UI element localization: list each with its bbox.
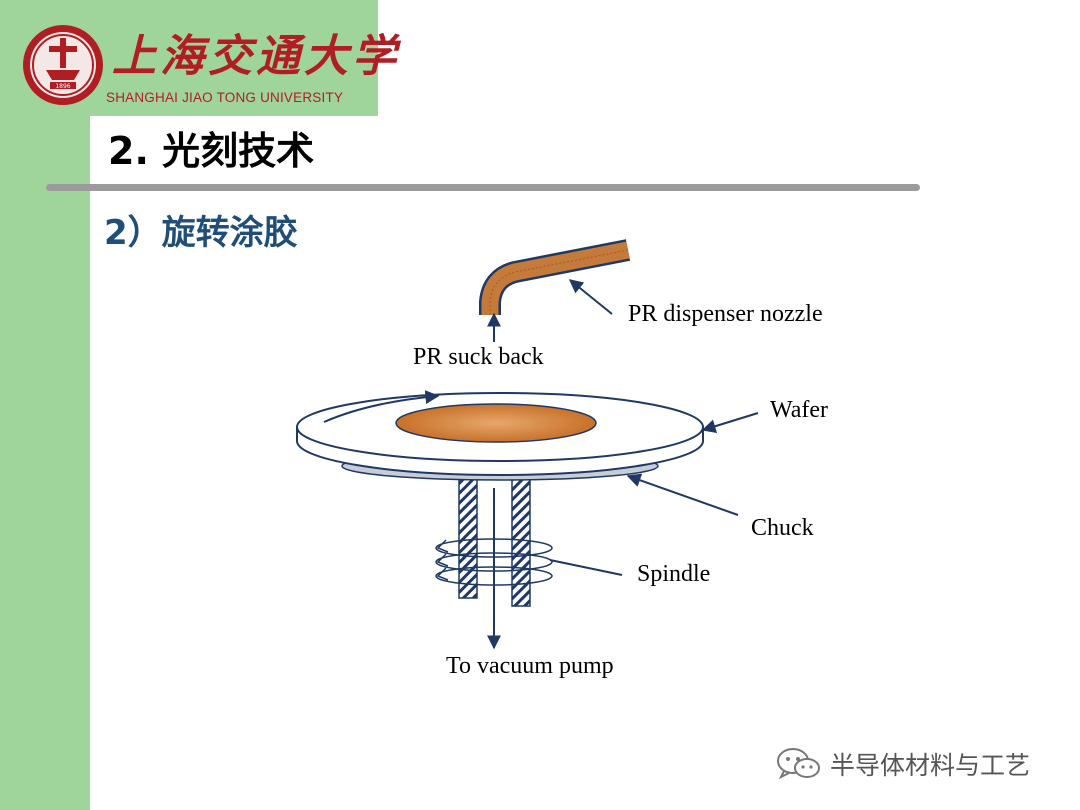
left-accent-band: [0, 0, 90, 810]
wafer: [296, 390, 704, 476]
dispenser-nozzle: [479, 239, 631, 315]
wechat-icon: [777, 748, 820, 780]
label-vacuum: To vacuum pump: [446, 653, 614, 679]
photoresist-puddle: [395, 403, 597, 443]
rotation-arrow: [323, 390, 440, 423]
title-divider: [46, 184, 920, 191]
spindle-pointer: [549, 559, 623, 576]
watermark-text: 半导体材料与工艺: [830, 751, 1031, 780]
slide-title: 2. 光刻技术: [108, 129, 315, 173]
label-spindle: Spindle: [637, 561, 710, 587]
wafer-pointer: [701, 412, 759, 433]
university-name-chinese: 上海交通大学: [112, 31, 400, 82]
label-nozzle: PR dispenser nozzle: [628, 301, 823, 327]
nozzle-pointer: [568, 279, 613, 315]
slide-subtitle: 2）旋转涂胶: [104, 213, 298, 253]
seal-year: 1896: [55, 83, 70, 90]
label-chuck: Chuck: [751, 515, 814, 541]
label-wafer: Wafer: [770, 397, 828, 423]
university-name-english: SHANGHAI JIAO TONG UNIVERSITY: [106, 90, 344, 105]
watermark: 半导体材料与工艺: [776, 746, 1030, 782]
university-seal-logo: 1896: [23, 25, 103, 105]
spindle-shaft: [435, 477, 553, 607]
chuck-pointer: [626, 473, 739, 516]
label-suck-back: PR suck back: [413, 344, 544, 370]
